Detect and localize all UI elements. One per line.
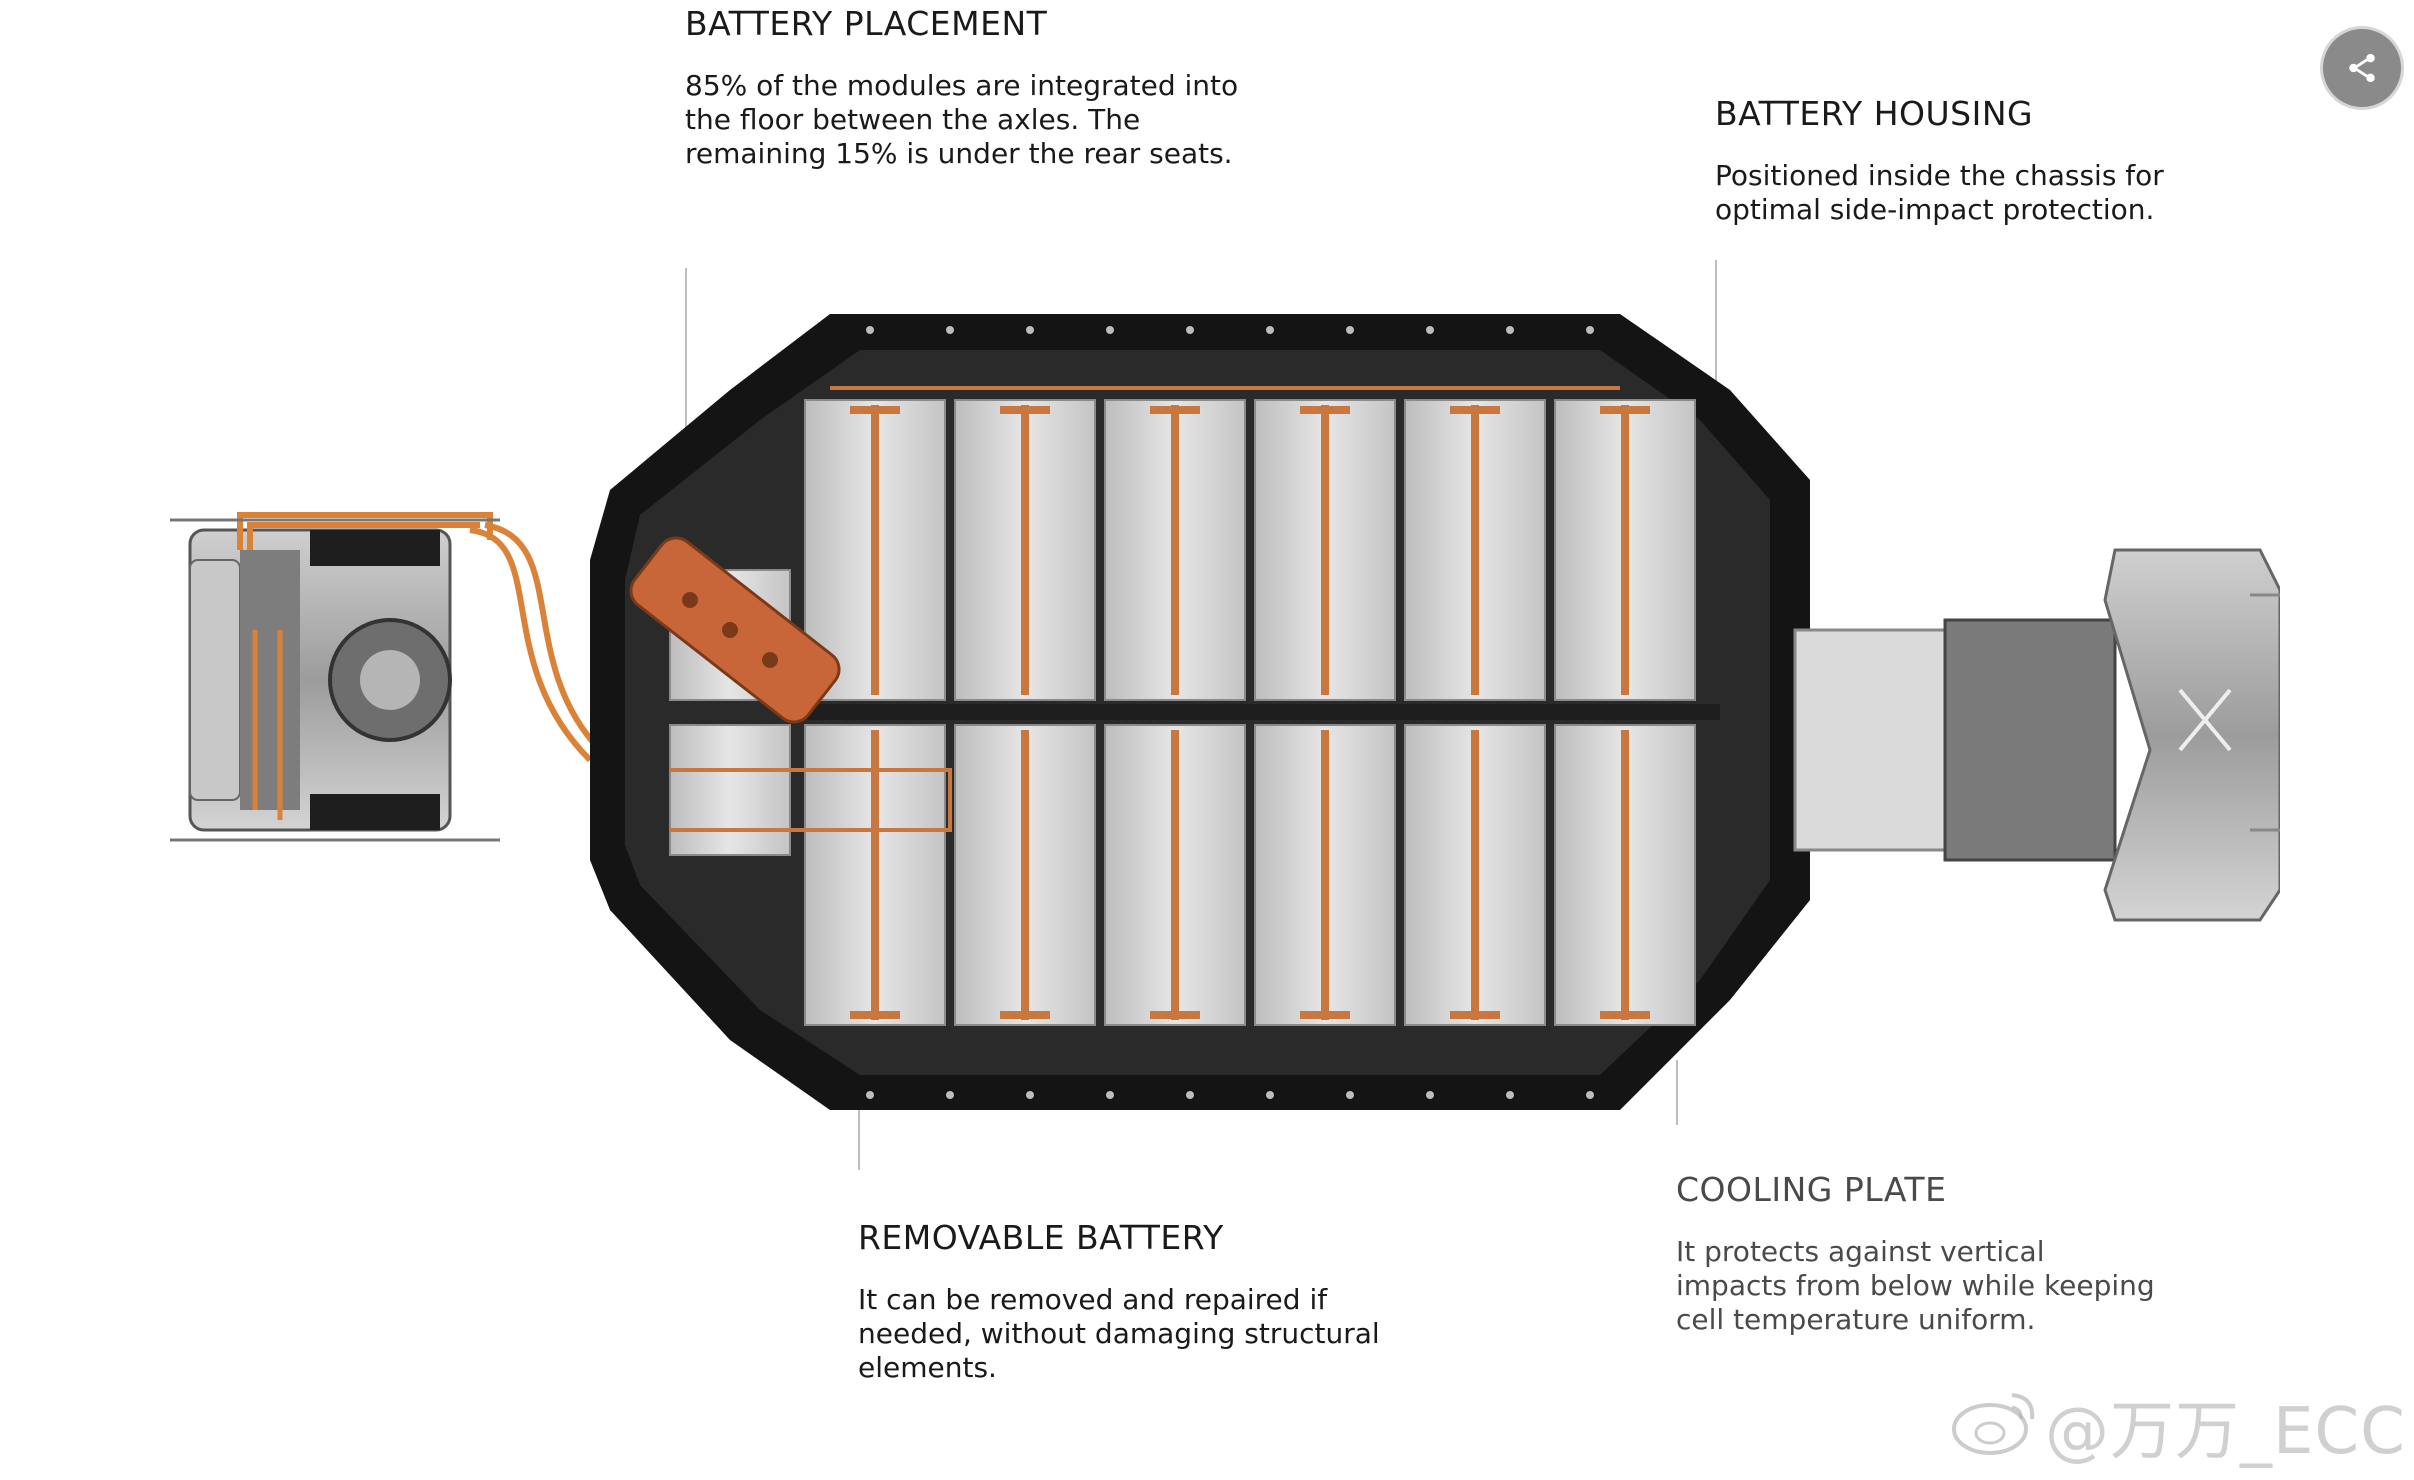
callout-text: 85% of the modules are integrated into t… [685,69,1239,170]
leader-line-cooling-plate [1676,1060,1678,1125]
weibo-logo-icon [1952,1393,2035,1455]
callout-title: BATTERY HOUSING [1715,94,2034,133]
callout-text: It protects against vertical impacts fro… [1676,1235,2155,1336]
callout-battery-placement: BATTERY PLACEMENT 85% of the modules are… [685,4,1245,171]
battery-pack-diagram [170,314,2280,1110]
front-motor [170,512,603,842]
watermark-text: @万万_ECC [2045,1395,2406,1469]
rear-motor [1793,548,2280,922]
callout-removable-battery: REMOVABLE BATTERY It can be removed and … [858,1218,1398,1385]
leader-line-battery-placement [685,268,687,520]
share-icon [2349,53,2375,83]
callout-battery-housing: BATTERY HOUSING Positioned inside the ch… [1715,94,2255,227]
callout-text: It can be removed and repaired if needed… [858,1283,1380,1384]
center-spine [790,704,1720,720]
callout-title: REMOVABLE BATTERY [858,1218,1224,1257]
callout-title: COOLING PLATE [1676,1170,1947,1209]
callout-text: Positioned inside the chassis for optima… [1715,159,2164,226]
share-button[interactable] [2320,26,2404,110]
callout-title: BATTERY PLACEMENT [685,4,1048,43]
copper-bus-bars [670,386,1710,1020]
cooling-plate [629,536,841,724]
callout-cooling-plate: COOLING PLATE It protects against vertic… [1676,1170,2156,1337]
